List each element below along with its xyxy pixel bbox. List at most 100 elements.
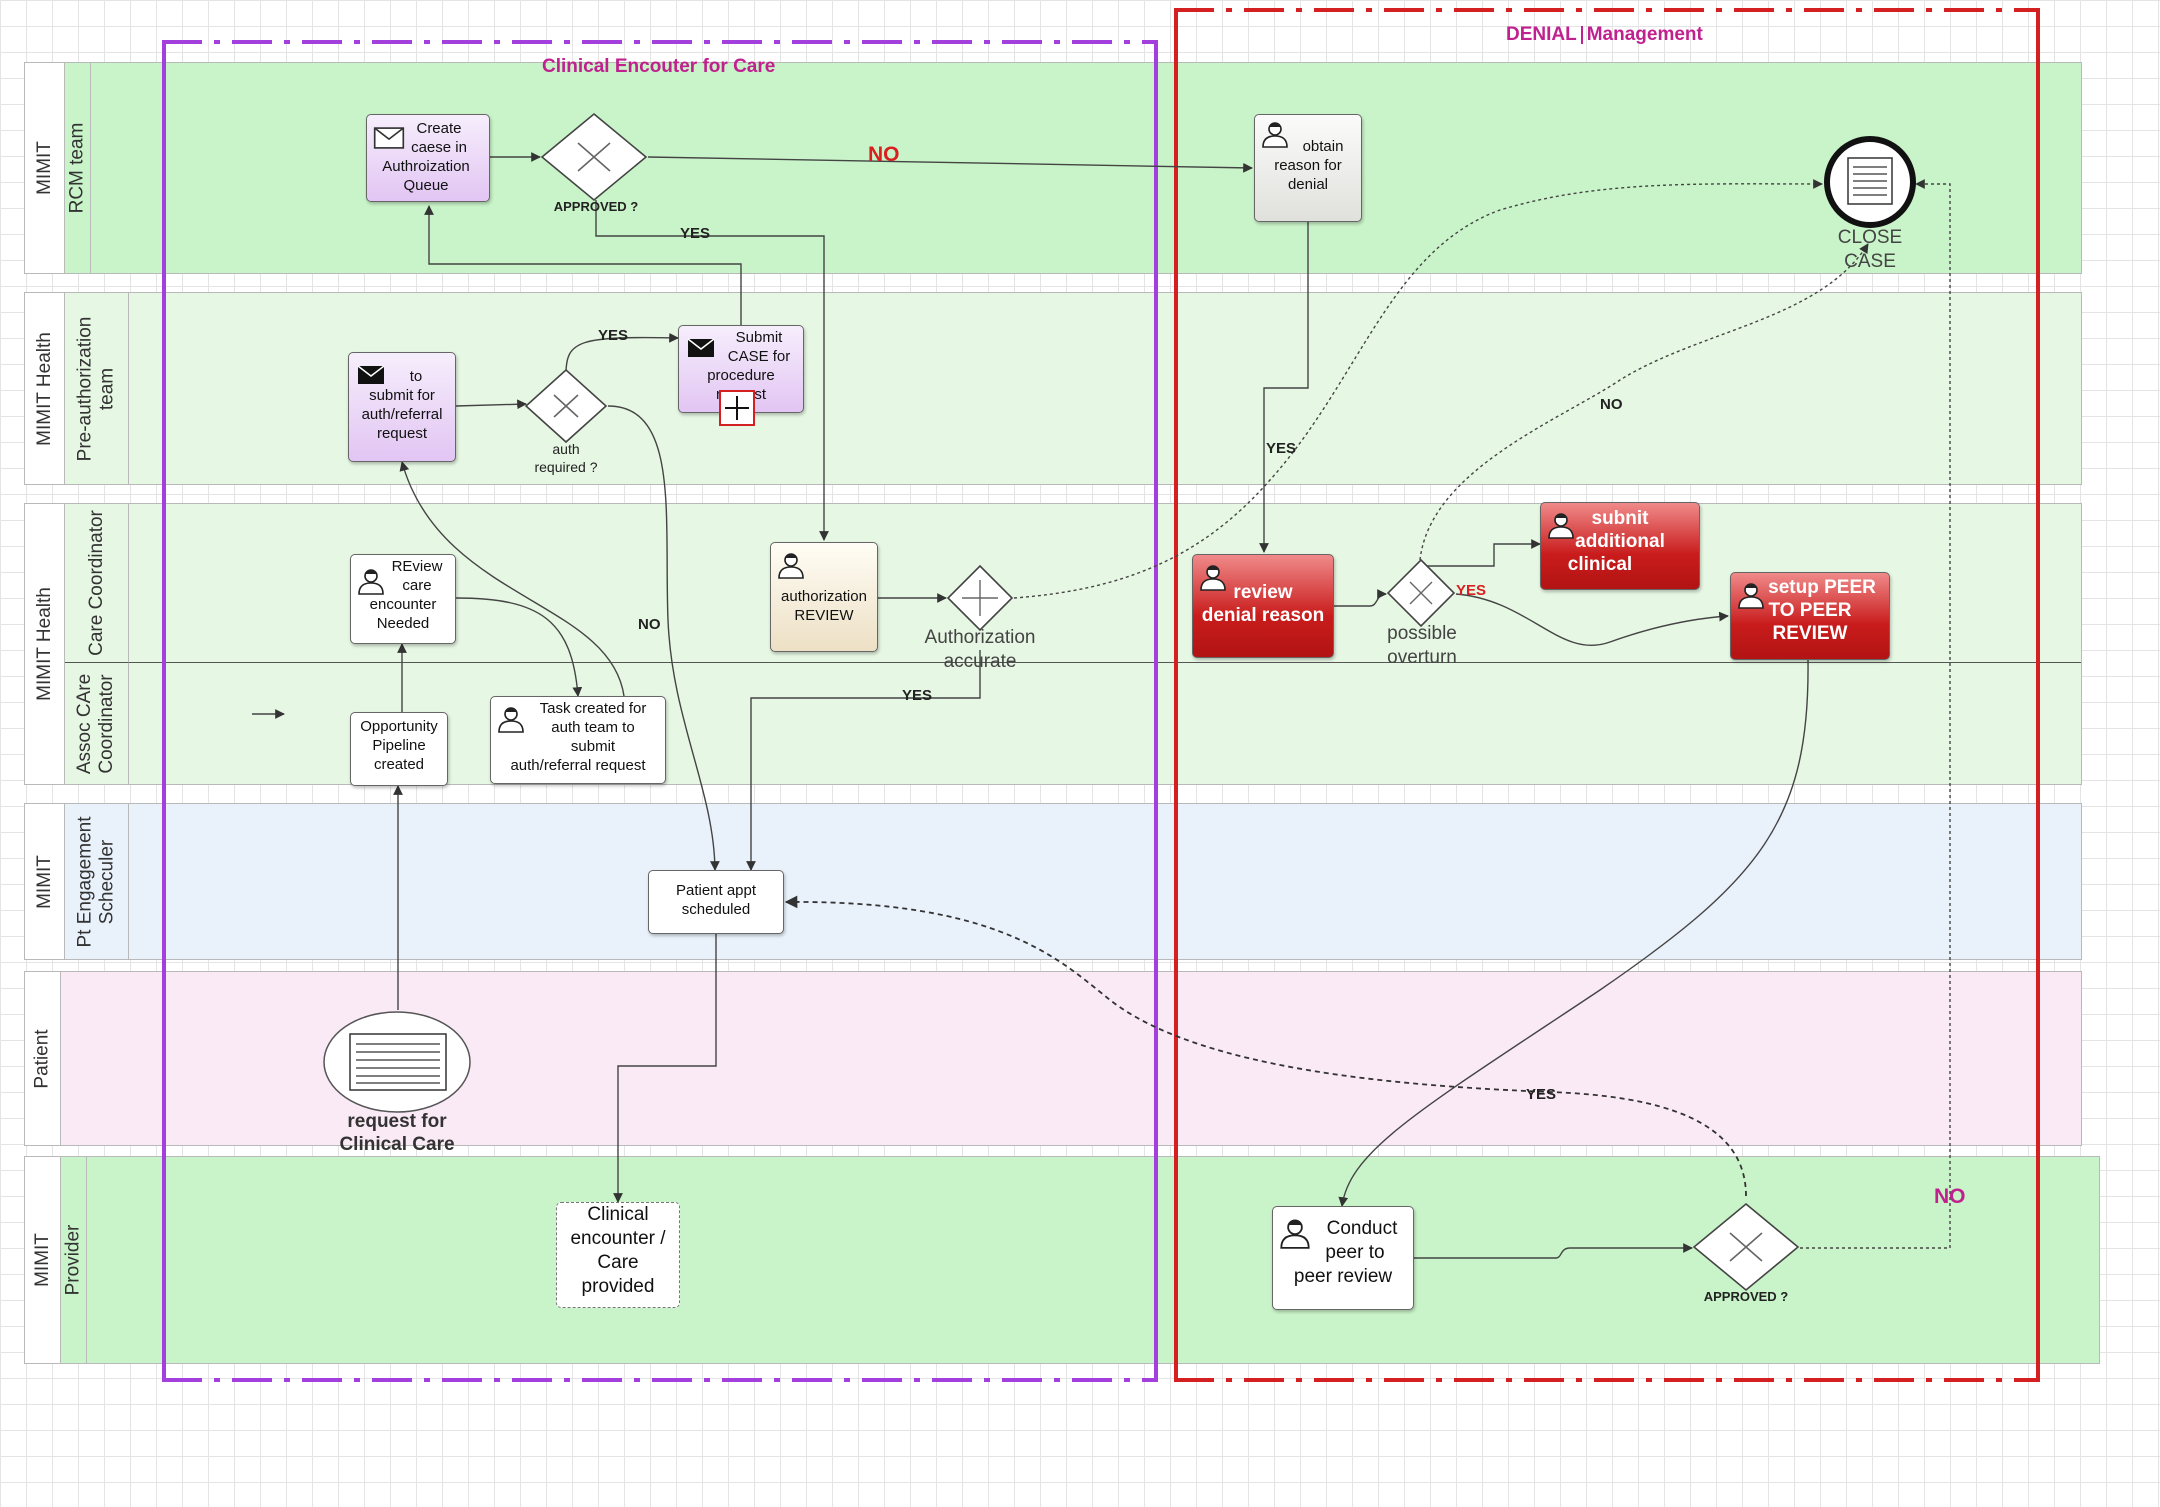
gateway-label-accurate: Authorization accurate xyxy=(904,626,1056,674)
task-line: to xyxy=(409,368,423,385)
task-clinical-encounter[interactable]: Clinical encounter / Care provided xyxy=(556,1202,680,1308)
task-line: TO PEER xyxy=(1768,600,1852,621)
plus-marker-icon[interactable] xyxy=(719,390,755,426)
lane-line: Scheculer xyxy=(96,839,118,924)
task-line: Queue xyxy=(403,177,449,194)
task-task-created[interactable]: Task created for auth team to submit aut… xyxy=(490,696,666,784)
lane-line: Pt Engagement xyxy=(74,816,96,947)
task-line: clinical xyxy=(1567,554,1633,575)
task-line: REview xyxy=(391,558,443,575)
lane-line: Pre-authorization xyxy=(74,316,96,461)
lane-name-provider: Provider xyxy=(62,1224,84,1296)
task-line: denial xyxy=(1287,176,1329,193)
task-line: auth/referral xyxy=(361,406,443,423)
gateway-label-auth-required: auth required ? xyxy=(516,440,616,476)
task-create-case[interactable]: Create caese in Authroization Queue xyxy=(366,114,490,202)
user-icon xyxy=(1738,583,1764,609)
user-icon xyxy=(1200,565,1226,591)
task-line: REVIEW xyxy=(1772,623,1848,644)
group-title-part: DENIAL xyxy=(1506,24,1577,45)
task-line: peer to xyxy=(1325,1242,1385,1263)
task-line: Create xyxy=(416,120,462,137)
lane-name-rcm: RCM team xyxy=(66,122,88,214)
task-line: encounter / xyxy=(570,1228,666,1249)
label-line: Authorization xyxy=(924,627,1036,648)
task-line: provided xyxy=(581,1276,655,1297)
lane-label: RCM team xyxy=(65,63,91,273)
task-line: authorization xyxy=(781,588,867,605)
flow-label-yes-approved2: YES xyxy=(1526,1086,1557,1103)
lane-label: Pre-authorization team xyxy=(65,293,129,484)
pool-label: MIMIT xyxy=(25,804,65,959)
task-line: review xyxy=(1233,582,1293,603)
pool-label: MIMIT Health xyxy=(25,293,65,484)
task-line: CASE for xyxy=(727,348,791,365)
exclusive-gateway-icon[interactable] xyxy=(1692,1202,1800,1292)
group-title-denial: DENIAL Management xyxy=(1506,24,1703,46)
user-icon xyxy=(1280,1219,1310,1249)
task-review-care[interactable]: REview care encounter Needed xyxy=(350,554,456,644)
task-to-submit[interactable]: to submit for auth/referral request xyxy=(348,352,456,462)
task-opportunity[interactable]: Opportunity Pipeline created xyxy=(350,712,448,786)
pool-label: MIMIT xyxy=(25,63,65,273)
flow-label-no-overturn: NO xyxy=(1600,396,1623,413)
lane-label: Assoc CAre Coordinator xyxy=(65,662,129,784)
label-line: request for xyxy=(347,1111,447,1132)
pool-name: MIMIT xyxy=(33,854,55,909)
flow-label-yes-accurate: YES xyxy=(902,687,933,704)
user-icon xyxy=(778,553,804,579)
exclusive-gateway-icon[interactable] xyxy=(540,112,648,202)
task-conduct-peer[interactable]: Conduct peer to peer review xyxy=(1272,1206,1414,1310)
lane-name-pt-engagement: Pt Engagement Scheculer xyxy=(75,816,119,947)
start-event-request-icon[interactable] xyxy=(322,1010,472,1114)
task-line: Opportunity xyxy=(360,718,438,735)
task-line: Pipeline xyxy=(372,737,426,754)
event-label-request: request for Clinical Care xyxy=(312,1110,482,1156)
task-submit-additional[interactable]: subnit additional clinical xyxy=(1540,502,1700,590)
task-line: obtain xyxy=(1302,138,1344,155)
task-setup-peer[interactable]: setup PEER TO PEER REVIEW xyxy=(1730,572,1890,660)
exclusive-gateway-icon[interactable] xyxy=(524,368,608,444)
flow-label-yes-approved: YES xyxy=(680,225,711,242)
task-line: Needed xyxy=(376,615,430,632)
task-line: Authroization xyxy=(382,158,470,175)
task-line: caese in xyxy=(411,139,467,156)
task-line: denial reason xyxy=(1201,605,1325,626)
pool-name: MIMIT Health xyxy=(33,331,55,446)
pool-name: MIMIT xyxy=(31,1233,53,1287)
flow-label-yes-auth: YES xyxy=(598,327,629,344)
cursor-bar xyxy=(1580,25,1583,44)
task-line: Submit xyxy=(735,329,783,346)
task-line: auth team to xyxy=(551,719,635,736)
task-patient-appt[interactable]: Patient appt scheduled xyxy=(648,870,784,934)
task-authorization-review[interactable]: authorization REVIEW xyxy=(770,542,878,652)
exclusive-gateway-icon[interactable] xyxy=(1386,558,1456,628)
task-line: additional xyxy=(1575,531,1665,552)
end-event-close-case-icon[interactable] xyxy=(1822,134,1918,230)
task-line: subnit xyxy=(1591,508,1649,529)
user-icon xyxy=(1262,122,1288,148)
pool-label: MIMIT Health xyxy=(25,504,65,784)
lane-name-care-coordinator: Care Coordinator xyxy=(85,510,107,656)
flow-label-no-approved2: NO xyxy=(1934,1185,1966,1208)
pool-name: MIMIT xyxy=(33,141,55,195)
group-title-clinical: Clinical Encouter for Care xyxy=(542,56,776,77)
label-line: required ? xyxy=(534,459,598,475)
lane-name-assoc: Assoc CAre Coordinator xyxy=(75,673,119,773)
task-line: submit xyxy=(570,738,616,755)
task-submit-case[interactable]: Submit CASE for procedure request xyxy=(678,325,804,426)
task-line: procedure xyxy=(707,367,775,384)
envelope-icon xyxy=(373,127,405,149)
user-icon xyxy=(1548,513,1574,539)
group-title-part: Management xyxy=(1586,24,1703,45)
label-line: CLOSE xyxy=(1837,227,1903,248)
pool-label: Patient xyxy=(25,972,61,1145)
task-line: Task created for xyxy=(539,700,647,717)
task-obtain-reason[interactable]: obtain reason for denial xyxy=(1254,114,1362,222)
task-line: Conduct xyxy=(1326,1218,1398,1239)
gateway-label-approved-2: APPROVED ? xyxy=(1703,1289,1789,1304)
task-review-denial[interactable]: review denial reason xyxy=(1192,554,1334,658)
pool-name: MIMIT Health xyxy=(33,587,55,701)
task-line: created xyxy=(373,756,425,773)
exclusive-gateway-icon[interactable] xyxy=(946,564,1014,632)
